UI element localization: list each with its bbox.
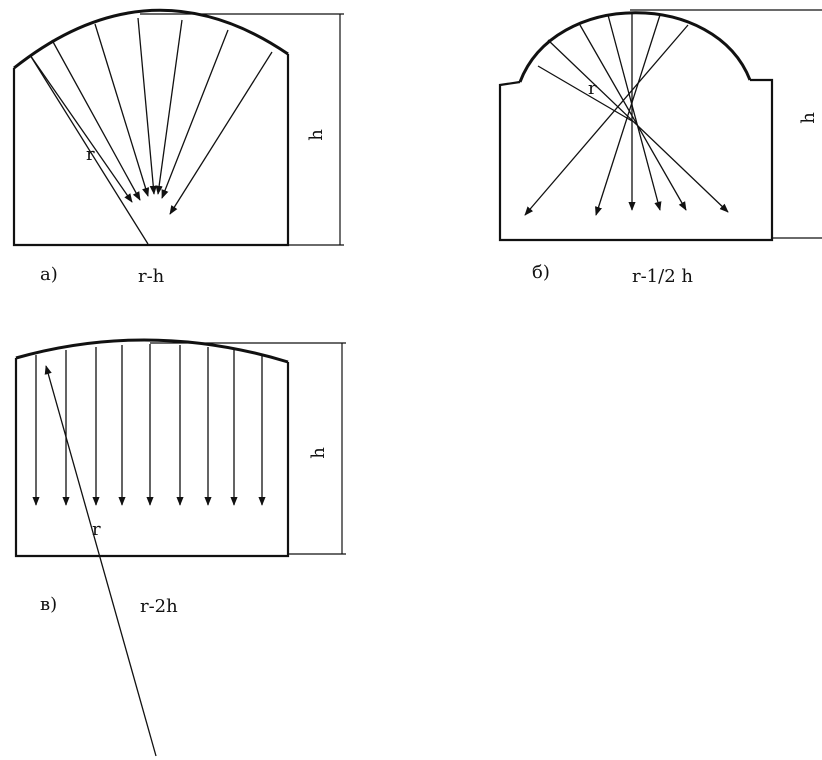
diagram-b-formula: r-1/2 h <box>632 266 693 287</box>
diagram-c-height-dimension <box>150 342 346 555</box>
diagram-b-rays <box>524 12 729 216</box>
diagram-a-height-dimension <box>140 13 344 246</box>
diagram-a-ray <box>161 29 229 199</box>
diagram-c-caption: в) <box>40 594 57 615</box>
diagram-a-rays <box>29 17 273 245</box>
diagram-c-vault-arc <box>15 338 289 364</box>
diagram-c-height-label: h <box>308 447 329 459</box>
diagram-b-vault-arc <box>518 11 752 83</box>
diagram-b-radius-label: r <box>588 78 597 99</box>
diagram-b-caption: б) <box>532 262 550 283</box>
diagram-c-rays <box>32 344 266 757</box>
diagram-b-height-dimension <box>630 9 822 239</box>
diagram-c: r h в) r-2h <box>14 338 346 757</box>
diagram-b-ray <box>607 14 662 211</box>
diagram-b-walls <box>498 78 774 242</box>
diagram-a-caption: а) <box>40 264 58 285</box>
diagram-c-formula: r-2h <box>140 596 178 617</box>
diagram-a-ray <box>94 23 150 197</box>
diagram-c-radius-label: r <box>92 519 101 540</box>
diagram-a-height-label: h <box>306 129 327 141</box>
diagram-b-radius-line <box>537 65 633 122</box>
diagram-a-walls <box>12 54 290 247</box>
diagram-a-ray <box>169 51 273 215</box>
diagram-a-radius-label: r <box>86 144 95 165</box>
diagram-b-ray <box>595 14 661 216</box>
diagram-a-formula: r-h <box>138 266 165 287</box>
diagram-c-radius-line <box>44 365 157 757</box>
diagram-a-vault-arc <box>13 8 289 70</box>
diagram-a-ray <box>137 17 157 195</box>
diagram-b-ray <box>547 39 729 213</box>
diagram-a-ray <box>51 39 141 201</box>
diagram-b-ray <box>524 24 689 216</box>
diagram-c-walls <box>14 358 290 558</box>
diagram-b-ray <box>579 24 687 211</box>
diagram-b: r h б) r-1/2 h <box>498 9 822 287</box>
diagram-a-radius-line <box>29 54 149 245</box>
diagram-a-ray <box>29 54 133 203</box>
diagram-b-height-label: h <box>798 112 819 124</box>
diagram-a-ray <box>155 19 183 195</box>
diagram-a: r h а) r-h <box>12 8 344 287</box>
